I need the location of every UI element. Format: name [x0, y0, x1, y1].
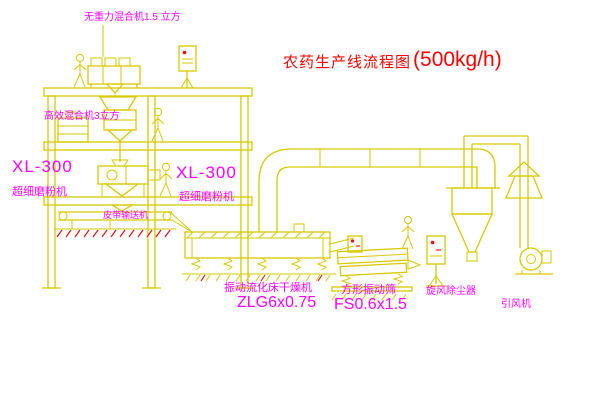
- label-fan: 引风机: [501, 299, 531, 310]
- label-belt-conveyor: 皮带输送机: [103, 210, 149, 220]
- screen-feed-box: [347, 235, 363, 253]
- control-panel-upper: [178, 45, 197, 89]
- belt-conveyor: [54, 211, 193, 238]
- label-efficient-mixer: 高效混合机3立方: [44, 111, 120, 122]
- diagram-title: 农药生产线流程图 (500kg/h): [283, 48, 502, 72]
- control-panel-lower: [426, 235, 446, 287]
- label-top-mixer: 无重力混合机1.5 立方: [84, 12, 181, 23]
- diagram-title-capacity: (500kg/h): [413, 48, 502, 71]
- label-cyclone: 旋风除尘器: [426, 286, 476, 297]
- building-structure: [42, 87, 254, 289]
- worker-figure: [151, 107, 165, 142]
- indicator-dot: [430, 240, 435, 245]
- label-screen-model: FS0.6x1.5: [334, 296, 407, 313]
- label-screen-name: 方形振动筛: [341, 284, 396, 296]
- induced-draft-fan: [515, 247, 553, 275]
- label-left-mill-name: 超细磨粉机: [12, 186, 67, 198]
- worker-figure: [73, 53, 87, 88]
- fluid-bed-dryer: [182, 223, 355, 282]
- worker-figure: [401, 215, 415, 250]
- ground-hatch-red: [56, 229, 171, 238]
- label-dryer-name: 振动流化床干燥机: [224, 282, 312, 294]
- efficient-mixer: [57, 96, 138, 162]
- diagram-title-text: 农药生产线流程图: [283, 54, 412, 71]
- label-center-mill-name: 超细磨粉机: [179, 191, 234, 203]
- exhaust-duct: [258, 148, 496, 232]
- label-left-mill-model: XL-300: [12, 157, 73, 176]
- worker-figure: [159, 162, 173, 197]
- indicator-dot: [350, 239, 355, 243]
- label-dryer-model: ZLG6x0.75: [237, 294, 317, 311]
- vent-stack: [505, 136, 543, 248]
- fine-mill: [97, 159, 161, 212]
- cyclone-separator: [446, 135, 528, 262]
- vibrating-screen: [331, 235, 422, 301]
- label-center-mill-model: XL-300: [176, 163, 237, 182]
- gravity-mixer: [87, 25, 141, 97]
- indicator-dot: [182, 50, 187, 55]
